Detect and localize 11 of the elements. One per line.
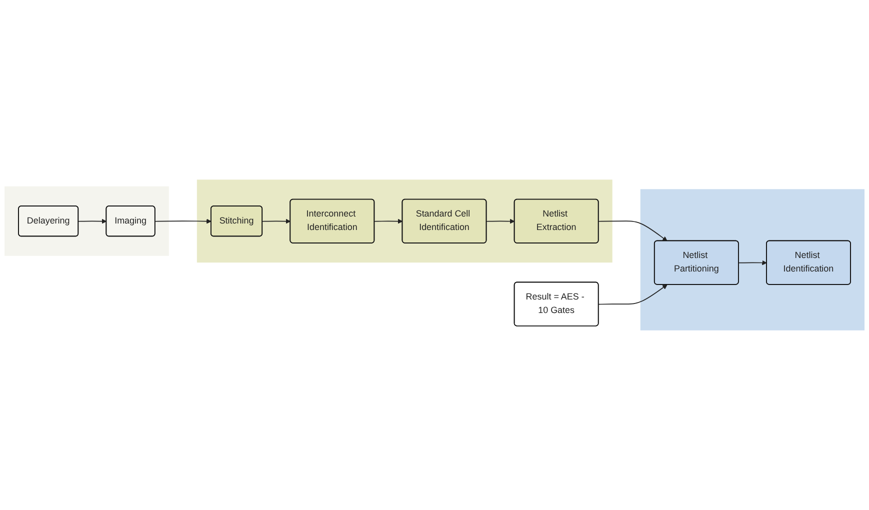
cluster (196, 180, 612, 263)
arrow (598, 284, 668, 305)
arrow (486, 218, 515, 224)
arrow (78, 218, 107, 224)
arrow (598, 220, 668, 242)
cluster (640, 189, 865, 330)
cluster (4, 186, 169, 256)
arrow (738, 260, 767, 266)
arrow (262, 218, 291, 224)
arrow (374, 218, 403, 224)
arrow (154, 218, 212, 224)
